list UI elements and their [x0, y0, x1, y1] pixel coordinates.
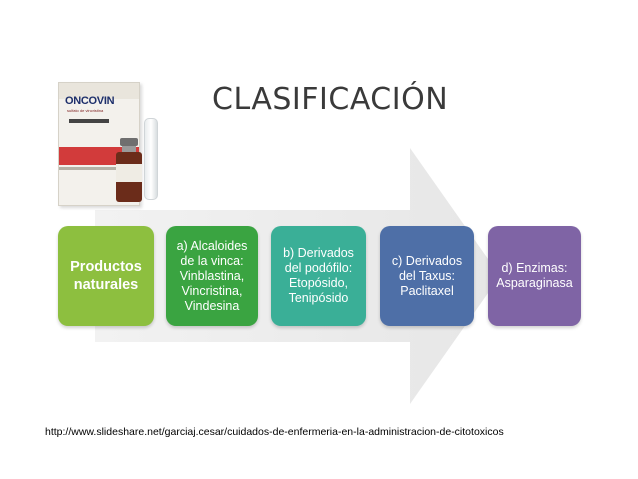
node-enzimas: d) Enzimas: Asparaginasa: [488, 226, 581, 326]
brand-subtitle: sulfato de vincristina: [67, 108, 104, 113]
node-productos-naturales: Productos naturales: [58, 226, 154, 326]
drug-package-image: ONCOVIN sulfato de vincristina: [52, 78, 162, 210]
source-url: http://www.slideshare.net/garciaj.cesar/…: [45, 426, 504, 438]
node-alcaloides-vinca: a) Alcaloides de la vinca: Vinblastina, …: [166, 226, 258, 326]
vial-icon: [116, 138, 142, 202]
node-derivados-podofilo: b) Derivados del podófilo: Etopósido, Te…: [271, 226, 366, 326]
node-label: d) Enzimas: Asparaginasa: [496, 261, 573, 290]
node-label: Productos naturales: [70, 259, 142, 293]
page-title: CLASIFICACIÓN: [212, 82, 449, 117]
node-label: c) Derivados del Taxus: Paclitaxel: [391, 253, 463, 298]
node-label: a) Alcaloides de la vinca: Vinblastina, …: [176, 238, 248, 313]
brand-logo-text: ONCOVIN: [65, 95, 115, 107]
node-label: b) Derivados del podófilo: Etopósido, Te…: [283, 246, 354, 305]
node-derivados-taxus: c) Derivados del Taxus: Paclitaxel: [380, 226, 474, 326]
